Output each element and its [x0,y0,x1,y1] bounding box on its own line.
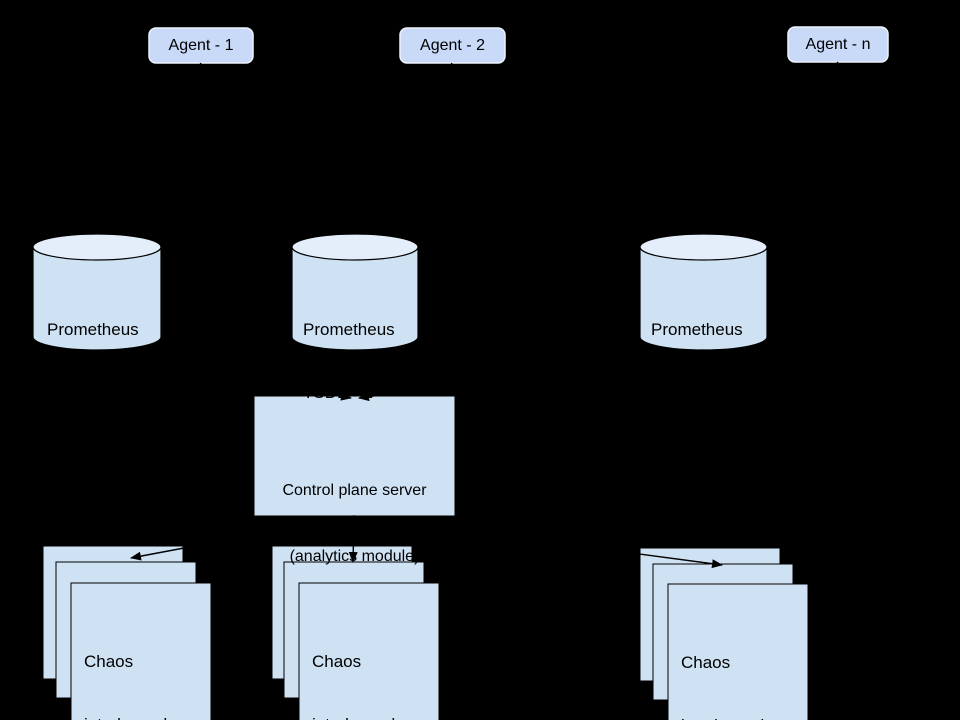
tsdb-1-line1: Prometheus [47,320,139,339]
dashboard-page-front [667,583,809,720]
arrow-control-dash2 [348,515,358,563]
agent-n-label: Agent - n [805,35,871,53]
cylinder-body [639,246,768,351]
arrow-agent1-tsdb1 [96,62,202,231]
arrow-agentn-tsdbn [702,61,839,231]
control-plane-node [253,395,456,517]
dashboard-page-front [70,582,212,720]
dashboard-stack-n [639,547,809,720]
cylinder-body [291,246,419,351]
control-plane-line2: (analytics module) [289,548,420,565]
tsdb-1-line2: TSDB - 1 [47,383,117,402]
dashboard-n-label: Chaos interleaved dashboards for agent -… [681,610,773,720]
dashboard-2-label: Chaos interleaved dashboards for agent -… [312,609,404,720]
dashboard-1-line1: Chaos [84,652,134,671]
dashboard-stack-2 [271,545,440,720]
agent-2-label: Agent - 2 [420,36,485,54]
control-plane-label: Control plane server (analytics module) [254,436,455,612]
dashboard-stack-1 [42,545,212,720]
dashboard-2-line1: Chaos [312,652,362,671]
control-plane-line1: Control plane server [282,482,427,499]
dashboard-1-label: Chaos interleaved dashboards for agent -… [84,609,176,720]
dashboard-2-line2: interleaved [312,714,404,720]
agent-1-label: Agent - 1 [168,36,234,54]
tsdb-n-line1: Prometheus [651,320,743,339]
tsdb-1-label: Prometheus TSDB - 1 [47,277,139,445]
arrow-tsdb1-control [96,350,352,401]
tsdb-n-cylinder [639,233,768,351]
arrow-control-dash1 [130,515,355,561]
tsdb-2-line2: TSDB - 2 [303,383,373,402]
dashboard-page-front [298,582,440,720]
dashboard-n-line1: Chaos [681,653,731,672]
cylinder-top [291,233,419,261]
tsdb-2-label: Prometheus TSDB - 2 [303,277,395,445]
cylinder-top [639,233,768,261]
arrow-agent2-tsdb2 [354,62,453,231]
tsdb-2-line1: Prometheus [303,320,395,339]
tsdb-2-cylinder [291,233,419,351]
dashboard-n-line2: interleaved [681,715,773,720]
agent-2-node [399,27,506,64]
arrow-control-dashn [353,515,723,569]
tsdb-1-cylinder [32,233,162,351]
dashboard-1-line2: interleaved [84,714,176,720]
tsdb-n-line2: TSDB - n [651,383,721,402]
cylinder-body [32,246,162,351]
cylinder-top [32,233,162,261]
arrow-tsdbn-control [358,349,704,402]
tsdb-n-label: Prometheus TSDB - n [651,277,743,445]
